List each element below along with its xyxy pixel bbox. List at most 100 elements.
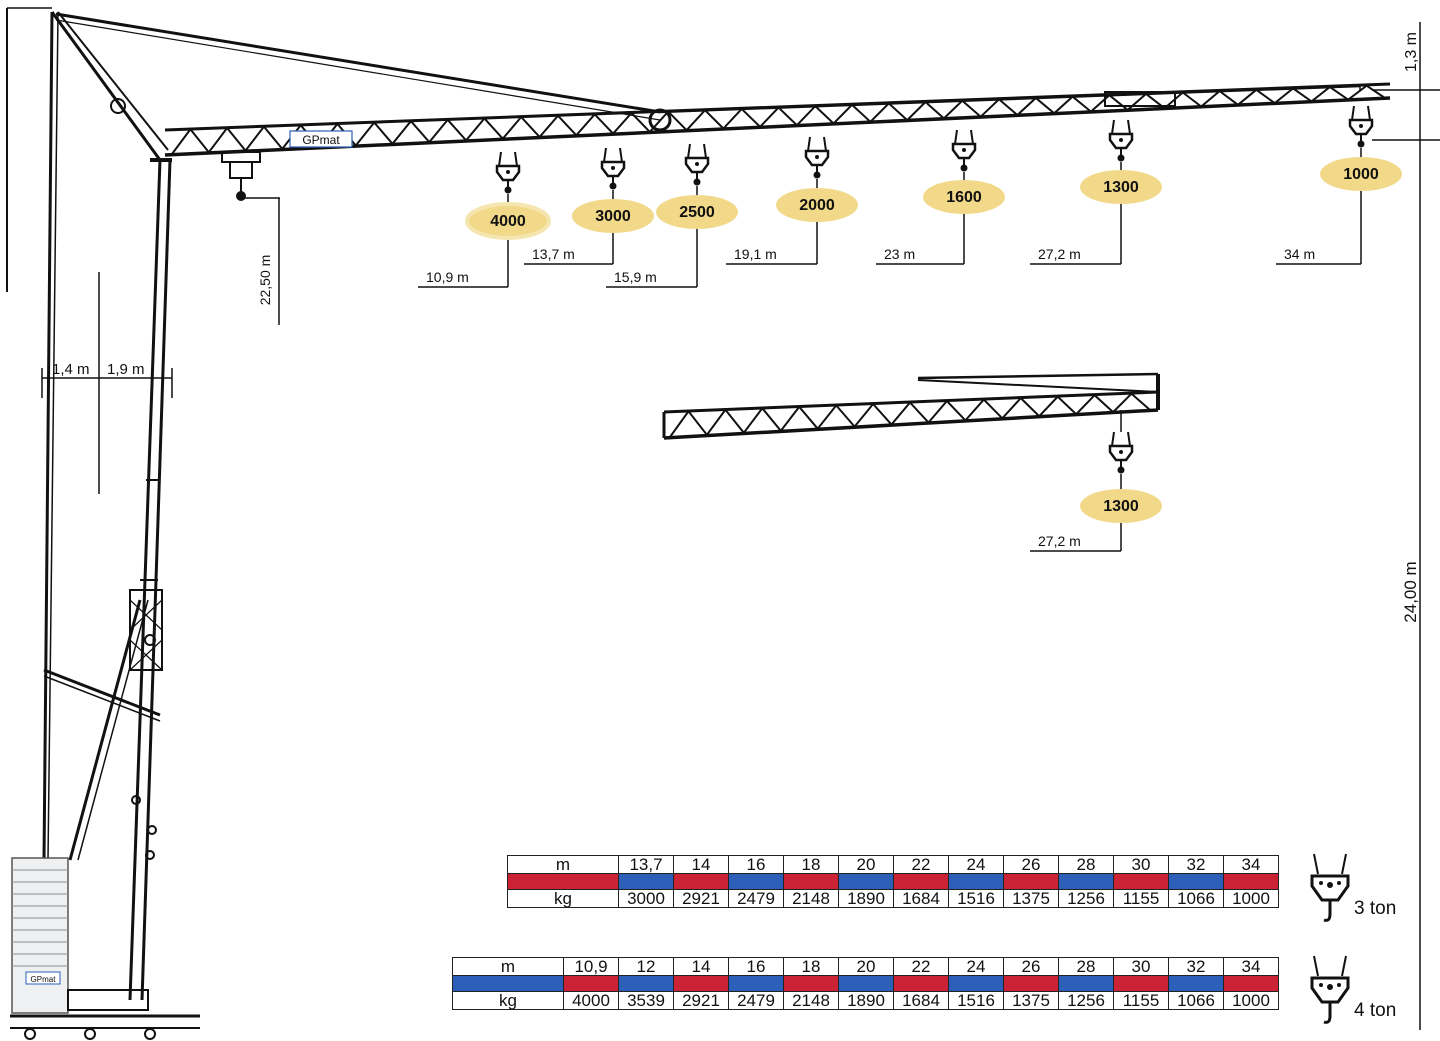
color-band-cell — [1223, 873, 1279, 890]
color-band-cell — [1113, 975, 1169, 992]
radius-label: 19,1 m — [734, 246, 777, 262]
load-cell: 2921 — [673, 991, 729, 1010]
radius-cell: 32 — [1168, 855, 1224, 874]
color-band-cell — [618, 873, 674, 890]
radius-cell: 28 — [1058, 855, 1114, 874]
table-caption-4ton: 4 ton — [1354, 1000, 1397, 1021]
color-band-cell — [838, 975, 894, 992]
table-kg-label: kg — [452, 991, 564, 1010]
color-band-cell — [1168, 873, 1224, 890]
load-cell: 2479 — [728, 991, 784, 1010]
load-capacity-badge — [923, 180, 1005, 214]
color-band-cell — [618, 975, 674, 992]
radius-cell: 13,7 — [618, 855, 674, 874]
load-cell: 1890 — [838, 991, 894, 1010]
load-capacity-badge — [1080, 489, 1162, 523]
radius-cell: 32 — [1168, 957, 1224, 976]
tower-mast — [42, 11, 172, 1001]
load-cell: 1066 — [1168, 889, 1224, 908]
radius-cell: 24 — [948, 855, 1004, 874]
load-capacity-value: 1300 — [1103, 179, 1139, 196]
load-cell: 2148 — [783, 889, 839, 908]
radius-label: 27,2 m — [1038, 246, 1081, 262]
color-band-cell — [893, 873, 949, 890]
load-cell: 1516 — [948, 991, 1004, 1010]
radius-cell: 34 — [1223, 855, 1279, 874]
radius-label: 27,2 m — [1038, 533, 1081, 549]
mast-offset-label-1: 1,4 m — [52, 361, 90, 378]
jib-tie-ropes — [55, 12, 1361, 121]
load-cell: 1155 — [1113, 889, 1169, 908]
radius-cell: 22 — [893, 855, 949, 874]
jib-joint — [648, 108, 672, 132]
radius-cell: 28 — [1058, 957, 1114, 976]
mast-offset-dimension — [41, 272, 173, 494]
radius-cell: 34 — [1223, 957, 1279, 976]
table-color-header — [452, 975, 564, 992]
color-band-cell — [563, 975, 619, 992]
base-brand-logo: GPmat — [31, 975, 57, 984]
radius-cell: 12 — [618, 957, 674, 976]
mast-offset-label-2: 1,9 m — [107, 361, 145, 378]
load-capacity-value: 3000 — [595, 208, 631, 225]
load-cell: 1375 — [1003, 991, 1059, 1010]
load-cell: 3539 — [618, 991, 674, 1010]
inner-trolley-hook — [221, 151, 261, 201]
load-capacity-badge — [776, 188, 858, 222]
radius-label: 13,7 m — [532, 246, 575, 262]
radius-cell: 10,9 — [563, 957, 619, 976]
radius-cell: 30 — [1113, 855, 1169, 874]
radius-cell: 30 — [1113, 957, 1169, 976]
load-cell: 1684 — [893, 991, 949, 1010]
color-band-cell — [673, 873, 729, 890]
hook-block-icon-4ton — [1310, 955, 1350, 1024]
load-capacity-badge — [1320, 157, 1402, 191]
radius-cell: 16 — [728, 957, 784, 976]
tower-height-label: 24,00 m — [1401, 561, 1420, 622]
load-cell: 1066 — [1168, 991, 1224, 1010]
load-capacity-badge — [656, 195, 738, 229]
color-band-cell — [783, 873, 839, 890]
jib-brand-plate — [289, 130, 353, 148]
load-capacity-value: 4000 — [490, 213, 526, 230]
radius-cell: 20 — [838, 855, 894, 874]
load-capacity-badge — [465, 202, 551, 240]
tip-height-label: 1,3 m — [1403, 32, 1420, 72]
table-kg-label: kg — [507, 889, 619, 908]
load-capacity-badge — [1080, 170, 1162, 204]
load-cell: 2148 — [783, 991, 839, 1010]
load-cell: 1684 — [893, 889, 949, 908]
load-cell: 3000 — [618, 889, 674, 908]
load-cell: 2921 — [673, 889, 729, 908]
radius-label: 15,9 m — [614, 269, 657, 285]
load-point: 4000 10,9 m — [418, 151, 551, 288]
table-caption-3ton: 3 ton — [1354, 898, 1397, 919]
table-color-header — [507, 873, 619, 890]
short-jib-truss — [662, 372, 1160, 440]
radius-cell: 26 — [1003, 957, 1059, 976]
counterweight: GPmat — [11, 857, 69, 1014]
color-band-cell — [1113, 873, 1169, 890]
radius-label: 34 m — [1284, 246, 1315, 262]
color-band-cell — [783, 975, 839, 992]
radius-cell: 18 — [783, 957, 839, 976]
load-point: 1300 27,2 m — [1030, 119, 1162, 265]
radius-label: 10,9 m — [426, 269, 469, 285]
radius-cell: 16 — [728, 855, 784, 874]
color-band-cell — [728, 975, 784, 992]
color-band-cell — [1003, 975, 1059, 992]
color-band-cell — [893, 975, 949, 992]
color-band-cell — [948, 873, 1004, 890]
color-band-cell — [1168, 975, 1224, 992]
load-cell: 1000 — [1223, 991, 1279, 1010]
hook-block-icon-3ton — [1310, 853, 1350, 922]
radius-cell: 24 — [948, 957, 1004, 976]
color-band-cell — [948, 975, 1004, 992]
